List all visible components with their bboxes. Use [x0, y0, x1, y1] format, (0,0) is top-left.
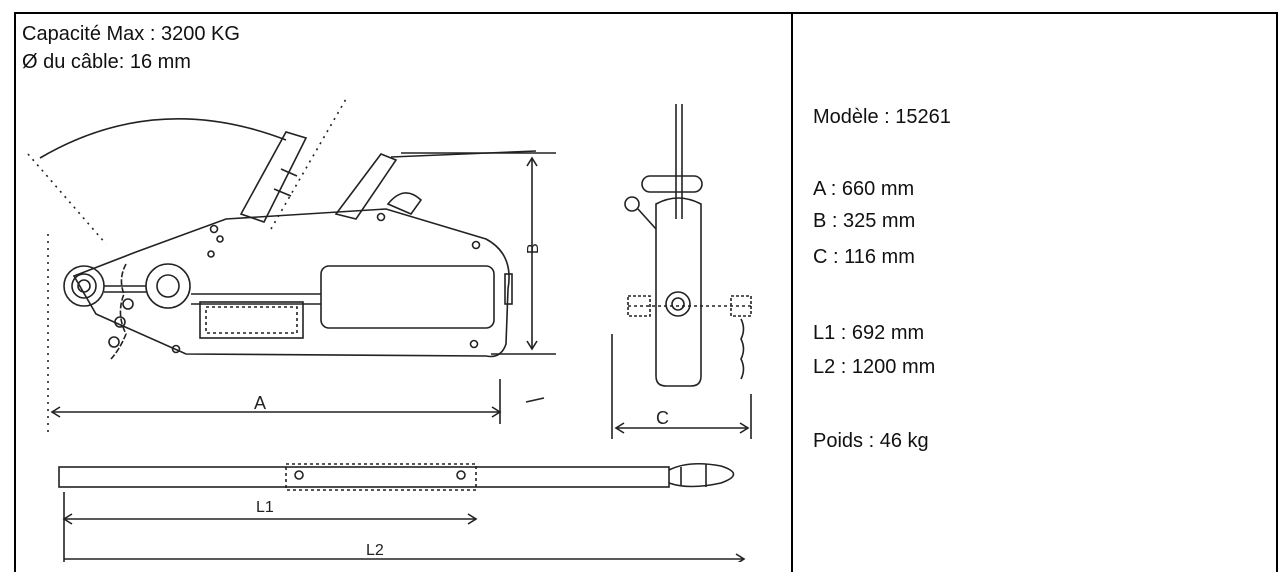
spec-b: B : 325 mm — [813, 210, 916, 232]
dim-label-c: C — [656, 408, 669, 428]
spec-model: Modèle : 15261 — [813, 106, 951, 128]
cable-diameter-line: Ø du câble: 16 mm — [22, 51, 191, 73]
specs-column: Modèle : 15261 A : 660 mm B : 325 mm C :… — [799, 14, 1269, 572]
capacity-line: Capacité Max : 3200 KG — [22, 23, 240, 45]
spec-a: A : 660 mm — [813, 178, 915, 200]
dim-label-b: B — [525, 243, 542, 254]
winch-technical-drawing — [27, 98, 752, 562]
dim-label-a: A — [254, 393, 266, 413]
left-header-text: Capacité Max : 3200 KG Ø du câble: 16 mm — [22, 20, 240, 76]
column-divider — [791, 14, 793, 572]
spec-l2: L2 : 1200 mm — [813, 356, 936, 378]
drawing-labels: A C L1 L2 B — [254, 243, 669, 559]
spec-weight: Poids : 46 kg — [813, 430, 929, 452]
spec-l1: L1 : 692 mm — [813, 322, 925, 344]
spec-table: A C L1 L2 B Capacité Max : 3200 KG Ø du … — [14, 12, 1278, 572]
spec-c: C : 116 mm — [813, 246, 915, 268]
dim-label-l1: L1 — [256, 499, 274, 516]
dim-label-l2: L2 — [366, 542, 384, 559]
